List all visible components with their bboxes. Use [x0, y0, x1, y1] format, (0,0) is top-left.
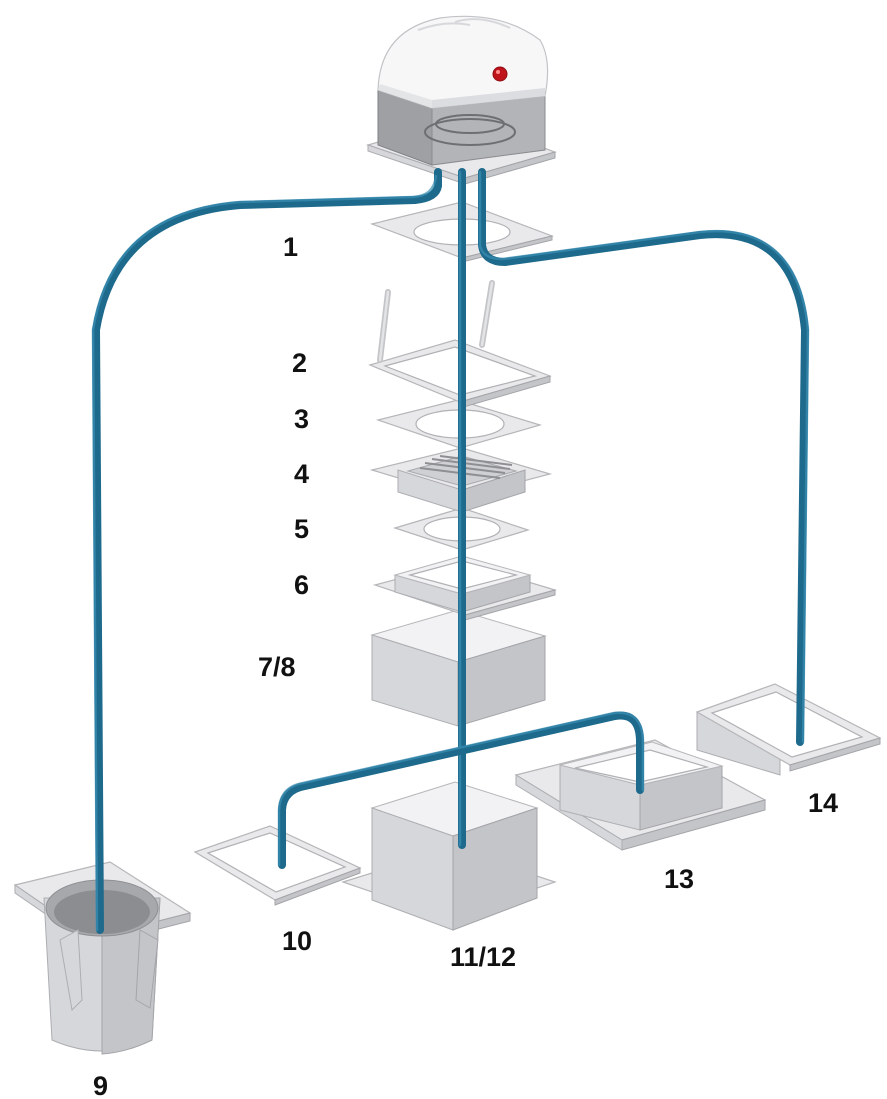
component-10-frame: [193, 825, 362, 906]
label-11-12: 11/12: [450, 942, 516, 972]
label-13: 13: [664, 864, 694, 894]
label-5: 5: [294, 514, 309, 544]
fan-dome: [377, 15, 549, 109]
label-4: 4: [294, 459, 309, 489]
label-6: 6: [294, 570, 309, 600]
label-10: 10: [282, 926, 312, 956]
pipe-lower: [278, 711, 644, 869]
indicator-light-icon: [492, 66, 508, 82]
label-1: 1: [283, 232, 298, 262]
component-9-funnel: [13, 861, 192, 1055]
component-11-12-base-box: [341, 781, 557, 931]
fan-impeller-icon: [424, 118, 516, 146]
label-14: 14: [808, 788, 838, 818]
roof-fan-unit: [365, 15, 557, 185]
component-14-corner-frame: [695, 683, 882, 776]
pipe-network: [91, 168, 810, 934]
label-7-8: 7/8: [258, 652, 296, 682]
component-labels: 1 2 3 4 5 6 7/8 9 10 11/12 13 14: [93, 232, 838, 1099]
label-9: 9: [93, 1071, 108, 1099]
label-3: 3: [294, 404, 309, 434]
pipe-left: [92, 168, 442, 934]
component-13-collar-frame: [514, 739, 767, 851]
label-2: 2: [292, 348, 307, 378]
